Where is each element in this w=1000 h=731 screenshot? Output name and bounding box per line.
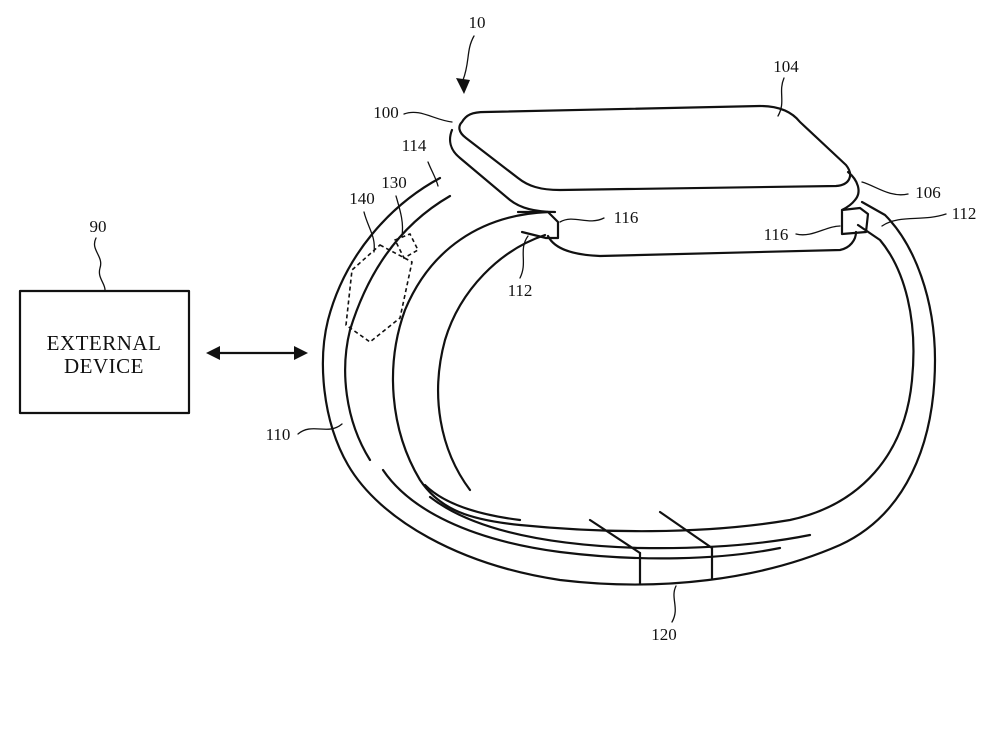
ref-10-group: 10 <box>456 13 486 94</box>
ref-112-left: 112 <box>508 281 533 300</box>
watch-housing-bottom <box>546 230 858 258</box>
component-140-outline <box>345 244 413 344</box>
external-device: EXTERNAL DEVICE 90 <box>18 217 191 415</box>
ref-114: 114 <box>402 136 427 155</box>
ref-10: 10 <box>469 13 486 32</box>
band-left-front-edge <box>344 194 452 462</box>
lug-left <box>516 210 560 240</box>
ref-116-left: 116 <box>614 208 639 227</box>
band-inner-edge <box>391 210 915 533</box>
leader-90 <box>93 237 106 292</box>
band <box>321 176 937 586</box>
band-inner-rear-edge <box>437 233 547 492</box>
ref-130: 130 <box>381 173 407 192</box>
ref-112-right: 112 <box>952 204 977 223</box>
communication-arrow <box>206 346 308 360</box>
clasp-line-1 <box>588 518 642 555</box>
watch-housing <box>449 104 870 258</box>
ref-120: 120 <box>651 625 677 644</box>
reference-labels: 104 100 114 130 140 106 112 116 116 112 … <box>266 57 977 644</box>
internal-components <box>345 232 420 344</box>
ref-140: 140 <box>349 189 375 208</box>
ref-110: 110 <box>266 425 291 444</box>
external-device-label-line1: EXTERNAL <box>47 331 162 355</box>
watch-display-face <box>458 104 852 192</box>
lug-right <box>840 206 870 236</box>
ref-100: 100 <box>373 103 399 122</box>
external-device-label-line2: DEVICE <box>64 354 144 378</box>
band-outer-edge <box>321 176 937 586</box>
component-130-outline <box>393 232 420 260</box>
ref-90: 90 <box>90 217 107 236</box>
ref-104: 104 <box>773 57 799 76</box>
ref-116-right: 116 <box>764 225 789 244</box>
clasp-line-2 <box>658 510 714 550</box>
ref-106: 106 <box>915 183 941 202</box>
